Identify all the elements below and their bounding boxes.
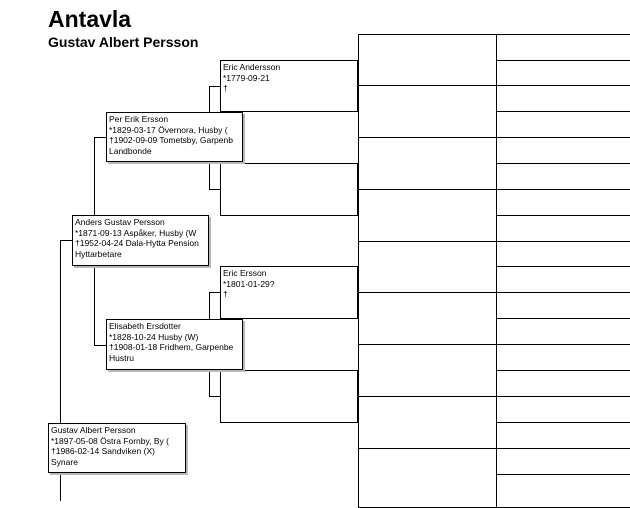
proband-box[interactable]: Gustav Albert Persson *1897-05-08 Östra … [48, 423, 186, 473]
ancestor-box-empty[interactable] [220, 370, 358, 423]
connector-line [209, 86, 220, 87]
connector-line [94, 345, 106, 346]
ancestor-box-eric-andersson[interactable]: Eric Andersson *1779-09-21 † [220, 60, 358, 112]
ancestor-box-empty[interactable] [496, 85, 630, 112]
person-death: † [223, 83, 228, 93]
person-death: † [223, 289, 228, 299]
ancestor-box-empty[interactable] [496, 266, 630, 293]
person-birth: *1871-09-13 Aspåker, Husby (W [75, 227, 197, 238]
ancestor-box-empty[interactable] [496, 396, 630, 423]
connector-line [94, 137, 106, 138]
person-name: Per Erik Ersson [109, 114, 169, 124]
person-occupation: Hustru [109, 352, 135, 363]
ancestor-box-anders-gustav-persson[interactable]: Anders Gustav Persson *1871-09-13 Aspåke… [72, 215, 209, 266]
ancestor-box-empty[interactable] [358, 344, 497, 397]
ancestor-box-empty[interactable] [496, 474, 630, 508]
person-name: Gustav Albert Persson [51, 425, 136, 435]
ancestor-box-empty[interactable] [496, 215, 630, 242]
person-death: †1908-01-18 Fridhem, Garpenbe [109, 342, 234, 352]
ancestor-box-empty[interactable] [496, 163, 630, 190]
ancestor-box-empty[interactable] [496, 34, 630, 61]
ancestor-box-eric-ersson[interactable]: Eric Ersson *1801-01-29? † [220, 266, 358, 319]
ancestor-box-empty[interactable] [220, 163, 358, 216]
person-birth: *1801-01-29? [223, 278, 275, 289]
ancestor-box-empty[interactable] [358, 85, 497, 138]
ancestor-box-empty[interactable] [496, 318, 630, 345]
person-name: Eric Ersson [223, 268, 267, 278]
ancestor-box-empty[interactable] [496, 241, 630, 267]
person-birth: *1829-03-17 Övernora, Husby ( [109, 124, 228, 135]
ancestor-box-empty[interactable] [496, 344, 630, 371]
person-birth: *1897-05-08 Östra Fornby, By ( [51, 435, 169, 446]
connector-line [60, 240, 61, 501]
person-death: †1902-09-09 Tometsby, Garpenb [109, 135, 233, 145]
ancestor-box-elisabeth-ersdotter[interactable]: Elisabeth Ersdotter *1828-10-24 Husby (W… [106, 319, 243, 370]
connector-line [209, 189, 220, 190]
ancestor-box-empty[interactable] [358, 34, 497, 86]
page-title: Antavla [48, 6, 132, 32]
person-name: Anders Gustav Persson [75, 217, 165, 227]
ancestor-box-empty[interactable] [496, 370, 630, 397]
ancestor-box-empty[interactable] [496, 422, 630, 449]
person-death: †1952-04-24 Dala-Hytta Pension [75, 238, 199, 248]
connector-line [60, 240, 72, 241]
ancestor-box-empty[interactable] [496, 60, 630, 86]
ancestor-box-per-erik-ersson[interactable]: Per Erik Ersson *1829-03-17 Övernora, Hu… [106, 112, 243, 162]
person-name: Elisabeth Ersdotter [109, 321, 181, 331]
ancestor-box-empty[interactable] [358, 241, 497, 293]
connector-line [209, 292, 220, 293]
connector-line [209, 396, 220, 397]
ancestor-box-empty[interactable] [496, 137, 630, 164]
person-death: †1986-02-14 Sandviken (X) [51, 446, 155, 456]
person-occupation: Synare [51, 456, 78, 467]
ancestor-box-empty[interactable] [358, 448, 497, 508]
person-birth: *1828-10-24 Husby (W) [109, 331, 199, 342]
page-subtitle: Gustav Albert Persson [48, 34, 199, 50]
ancestor-box-empty[interactable] [358, 137, 497, 190]
ancestor-box-empty[interactable] [496, 292, 630, 319]
person-occupation: Landbonde [109, 145, 152, 156]
ancestor-box-empty[interactable] [358, 292, 497, 345]
ancestor-box-empty[interactable] [358, 396, 497, 449]
ancestor-box-empty[interactable] [496, 189, 630, 216]
ancestor-box-empty[interactable] [496, 111, 630, 138]
ancestor-box-empty[interactable] [358, 189, 497, 242]
person-birth: *1779-09-21 [223, 72, 270, 83]
person-name: Eric Andersson [223, 62, 281, 72]
person-occupation: Hyttarbetare [75, 248, 122, 259]
ancestor-box-empty[interactable] [496, 448, 630, 475]
